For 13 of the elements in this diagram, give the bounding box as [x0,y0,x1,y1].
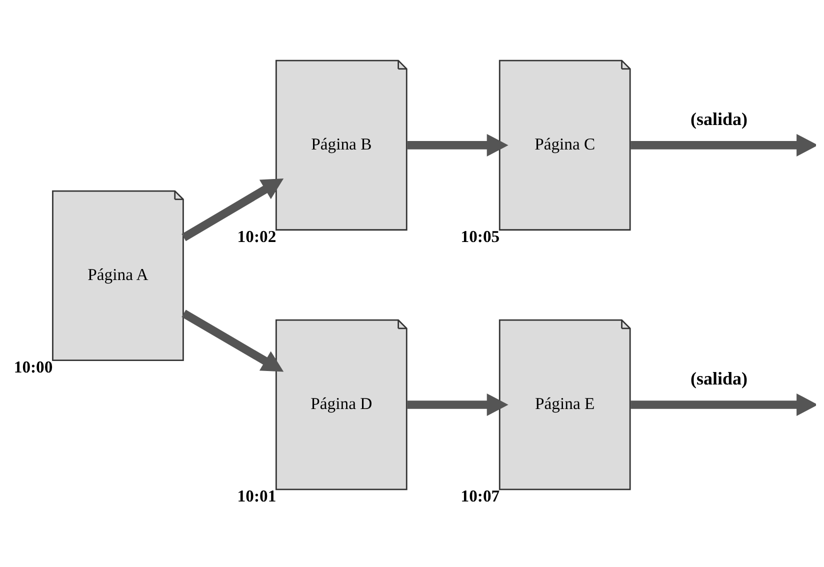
edge-label: (salida) [690,108,748,128]
node-label: 10:01 [237,486,276,505]
node-label: 10:00 [14,356,53,376]
arrow [407,133,508,156]
arrow [630,393,816,416]
node-label: 10:07 [460,486,500,505]
arrow [630,133,816,156]
arrow [182,178,284,241]
arrow [407,393,508,416]
edge-label: (salida) [690,368,748,388]
node-label: 10:05 [460,226,500,246]
arrow [182,309,284,372]
node-label: 10:02 [237,226,276,246]
